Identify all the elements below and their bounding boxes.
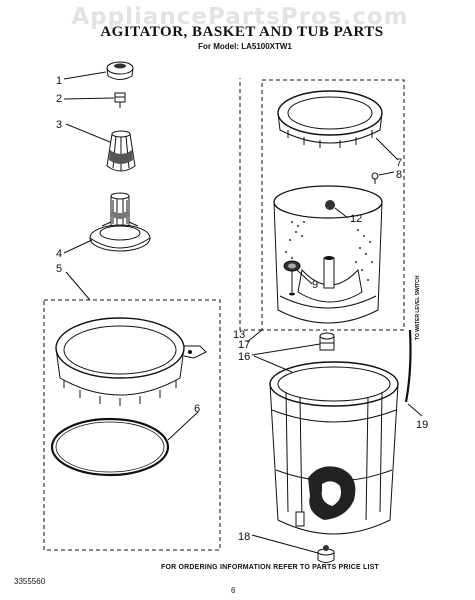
document-number: 3355560 <box>14 577 46 586</box>
outer-tub-part[interactable] <box>269 361 399 535</box>
agitator-cap-part[interactable] <box>106 61 134 80</box>
agitator-base-part[interactable] <box>89 192 151 252</box>
callout-2: 2 <box>56 93 62 105</box>
callout-4: 4 <box>56 248 62 260</box>
drain-fitting-part[interactable] <box>317 545 335 563</box>
watermark: AppliancePartsPros.com <box>71 4 409 30</box>
callout-18: 18 <box>238 531 250 543</box>
tub-ring-seal-part[interactable] <box>50 417 170 477</box>
drive-block-part[interactable] <box>283 260 301 296</box>
model-subtitle: For Model: LA5100XTW1 <box>198 42 292 51</box>
page-number: 6 <box>231 586 236 595</box>
callout-17: 17 <box>238 339 250 351</box>
callout-7: 7 <box>396 157 402 169</box>
callout-19: 19 <box>416 419 428 431</box>
basket-group-box <box>261 79 405 331</box>
callout-3: 3 <box>56 119 62 131</box>
hub-nut-part[interactable] <box>319 332 335 351</box>
diagram-title: AGITATOR, BASKET AND TUB PARTS <box>100 24 384 40</box>
ordering-footer: FOR ORDERING INFORMATION REFER TO PARTS … <box>160 564 380 571</box>
basket-group-connector <box>239 78 262 331</box>
ring-screw-part[interactable] <box>371 172 379 184</box>
tub-ring-group-box <box>43 299 221 551</box>
agitator-barrel-part[interactable] <box>106 130 136 172</box>
tub-ring-part[interactable] <box>55 317 207 406</box>
callout-9: 9 <box>312 279 318 291</box>
cam-fitting-part[interactable] <box>114 92 126 108</box>
callout-12: 12 <box>350 213 362 225</box>
wash-basket-part[interactable] <box>273 185 383 324</box>
basket-ring-part[interactable] <box>277 90 383 148</box>
callout-6: 6 <box>194 403 200 415</box>
callout-13: 13 <box>233 329 245 341</box>
callout-1: 1 <box>56 75 62 87</box>
callout-16: 16 <box>238 351 250 363</box>
pressure-hose-part[interactable] <box>404 329 412 403</box>
water-level-switch-label: TO WATER LEVEL SWITCH <box>415 275 421 340</box>
callout-5: 5 <box>56 263 62 275</box>
callout-8: 8 <box>396 169 402 181</box>
